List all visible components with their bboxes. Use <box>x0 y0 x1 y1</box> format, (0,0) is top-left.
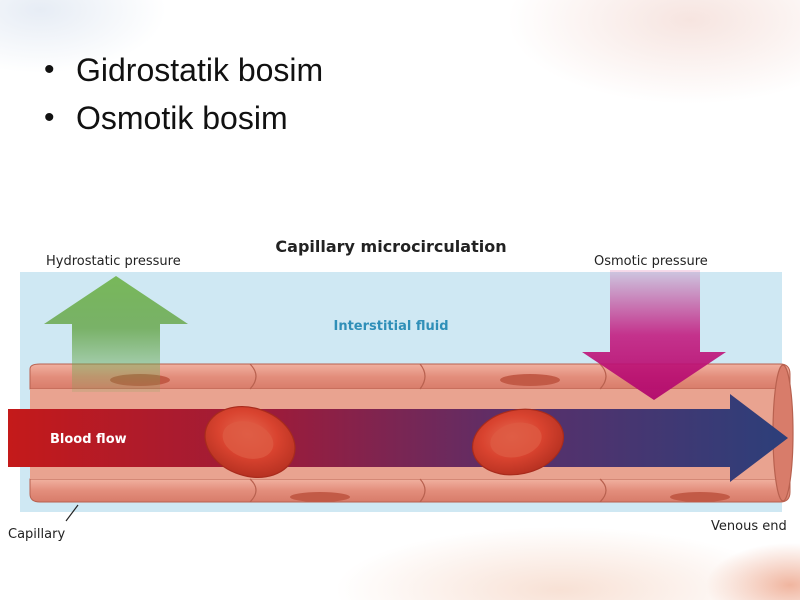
osmotic-pressure-label: Osmotic pressure <box>594 254 708 269</box>
endothelial-nucleus <box>500 374 560 386</box>
capillary-label: Capillary <box>8 527 65 542</box>
osmotic-pressure-arrow <box>582 270 726 400</box>
red-blood-cell <box>204 406 296 478</box>
hydrostatic-pressure-arrow <box>44 276 188 392</box>
diagram-title: Capillary microcirculation <box>275 237 506 256</box>
interstitial-fluid-label: Interstitial fluid <box>333 319 448 334</box>
venous-end-label: Venous end <box>711 519 787 534</box>
bullet-item: • Gidrostatik bosim <box>42 50 323 98</box>
vessel-lower-wall <box>29 478 791 503</box>
bullet-dot-icon: • <box>44 53 55 86</box>
bullet-dot-icon: • <box>44 101 55 134</box>
capillary-diagram-svg: Capillary microcirculation Hydrostatic p… <box>8 237 794 542</box>
bullet-text: Gidrostatik bosim <box>76 52 324 88</box>
vessel-upper-wall <box>29 363 791 390</box>
blood-flow-arrow <box>8 394 788 482</box>
endothelial-nucleus <box>290 492 350 502</box>
bullet-item: • Osmotik bosim <box>42 98 323 146</box>
bullet-text: Osmotik bosim <box>76 100 288 136</box>
red-blood-cell <box>471 408 565 476</box>
bullet-list: • Gidrostatik bosim • Osmotik bosim <box>42 50 323 146</box>
capillary-diagram: Capillary microcirculation Hydrostatic p… <box>0 224 800 554</box>
hydrostatic-pressure-label: Hydrostatic pressure <box>46 254 181 269</box>
endothelial-junctions <box>249 363 607 503</box>
blood-flow-label: Blood flow <box>50 432 127 447</box>
capillary-pointer-line <box>65 504 79 522</box>
endothelial-nucleus <box>670 492 730 502</box>
